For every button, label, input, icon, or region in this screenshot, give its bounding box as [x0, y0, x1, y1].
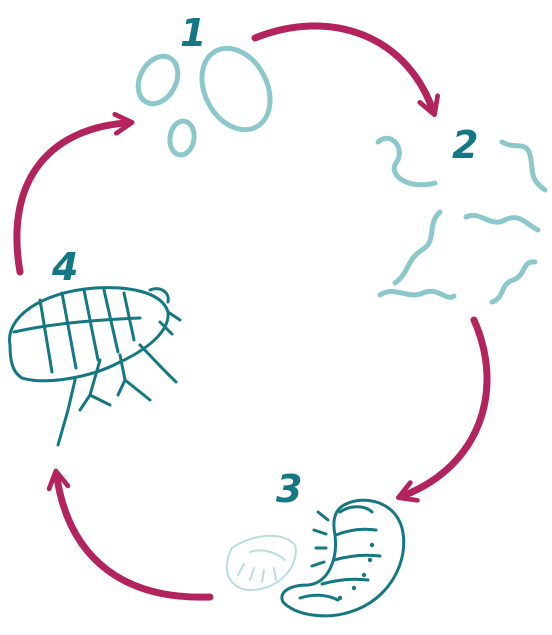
larva	[380, 291, 454, 297]
larva	[502, 142, 545, 190]
egg	[168, 119, 196, 156]
small-pupa	[227, 536, 296, 590]
flea-eggs-icon	[130, 36, 283, 156]
larva	[466, 215, 538, 230]
arrow-eggs-to-larvae	[255, 26, 432, 108]
flea-pupa-icon	[227, 500, 404, 616]
adult-flea-icon	[10, 288, 180, 445]
larva	[492, 262, 535, 302]
larva	[378, 138, 435, 184]
arrow-pupa-to-adult	[57, 478, 210, 597]
stage-4-number: 4	[52, 248, 78, 286]
arrow-larvae-to-pupa	[405, 320, 487, 495]
stage-2-number: 2	[452, 126, 478, 164]
stage-3-number: 3	[276, 470, 302, 508]
egg	[130, 49, 185, 110]
large-pupa	[282, 500, 404, 616]
larva	[395, 212, 440, 283]
stage-1-number: 1	[180, 14, 206, 52]
